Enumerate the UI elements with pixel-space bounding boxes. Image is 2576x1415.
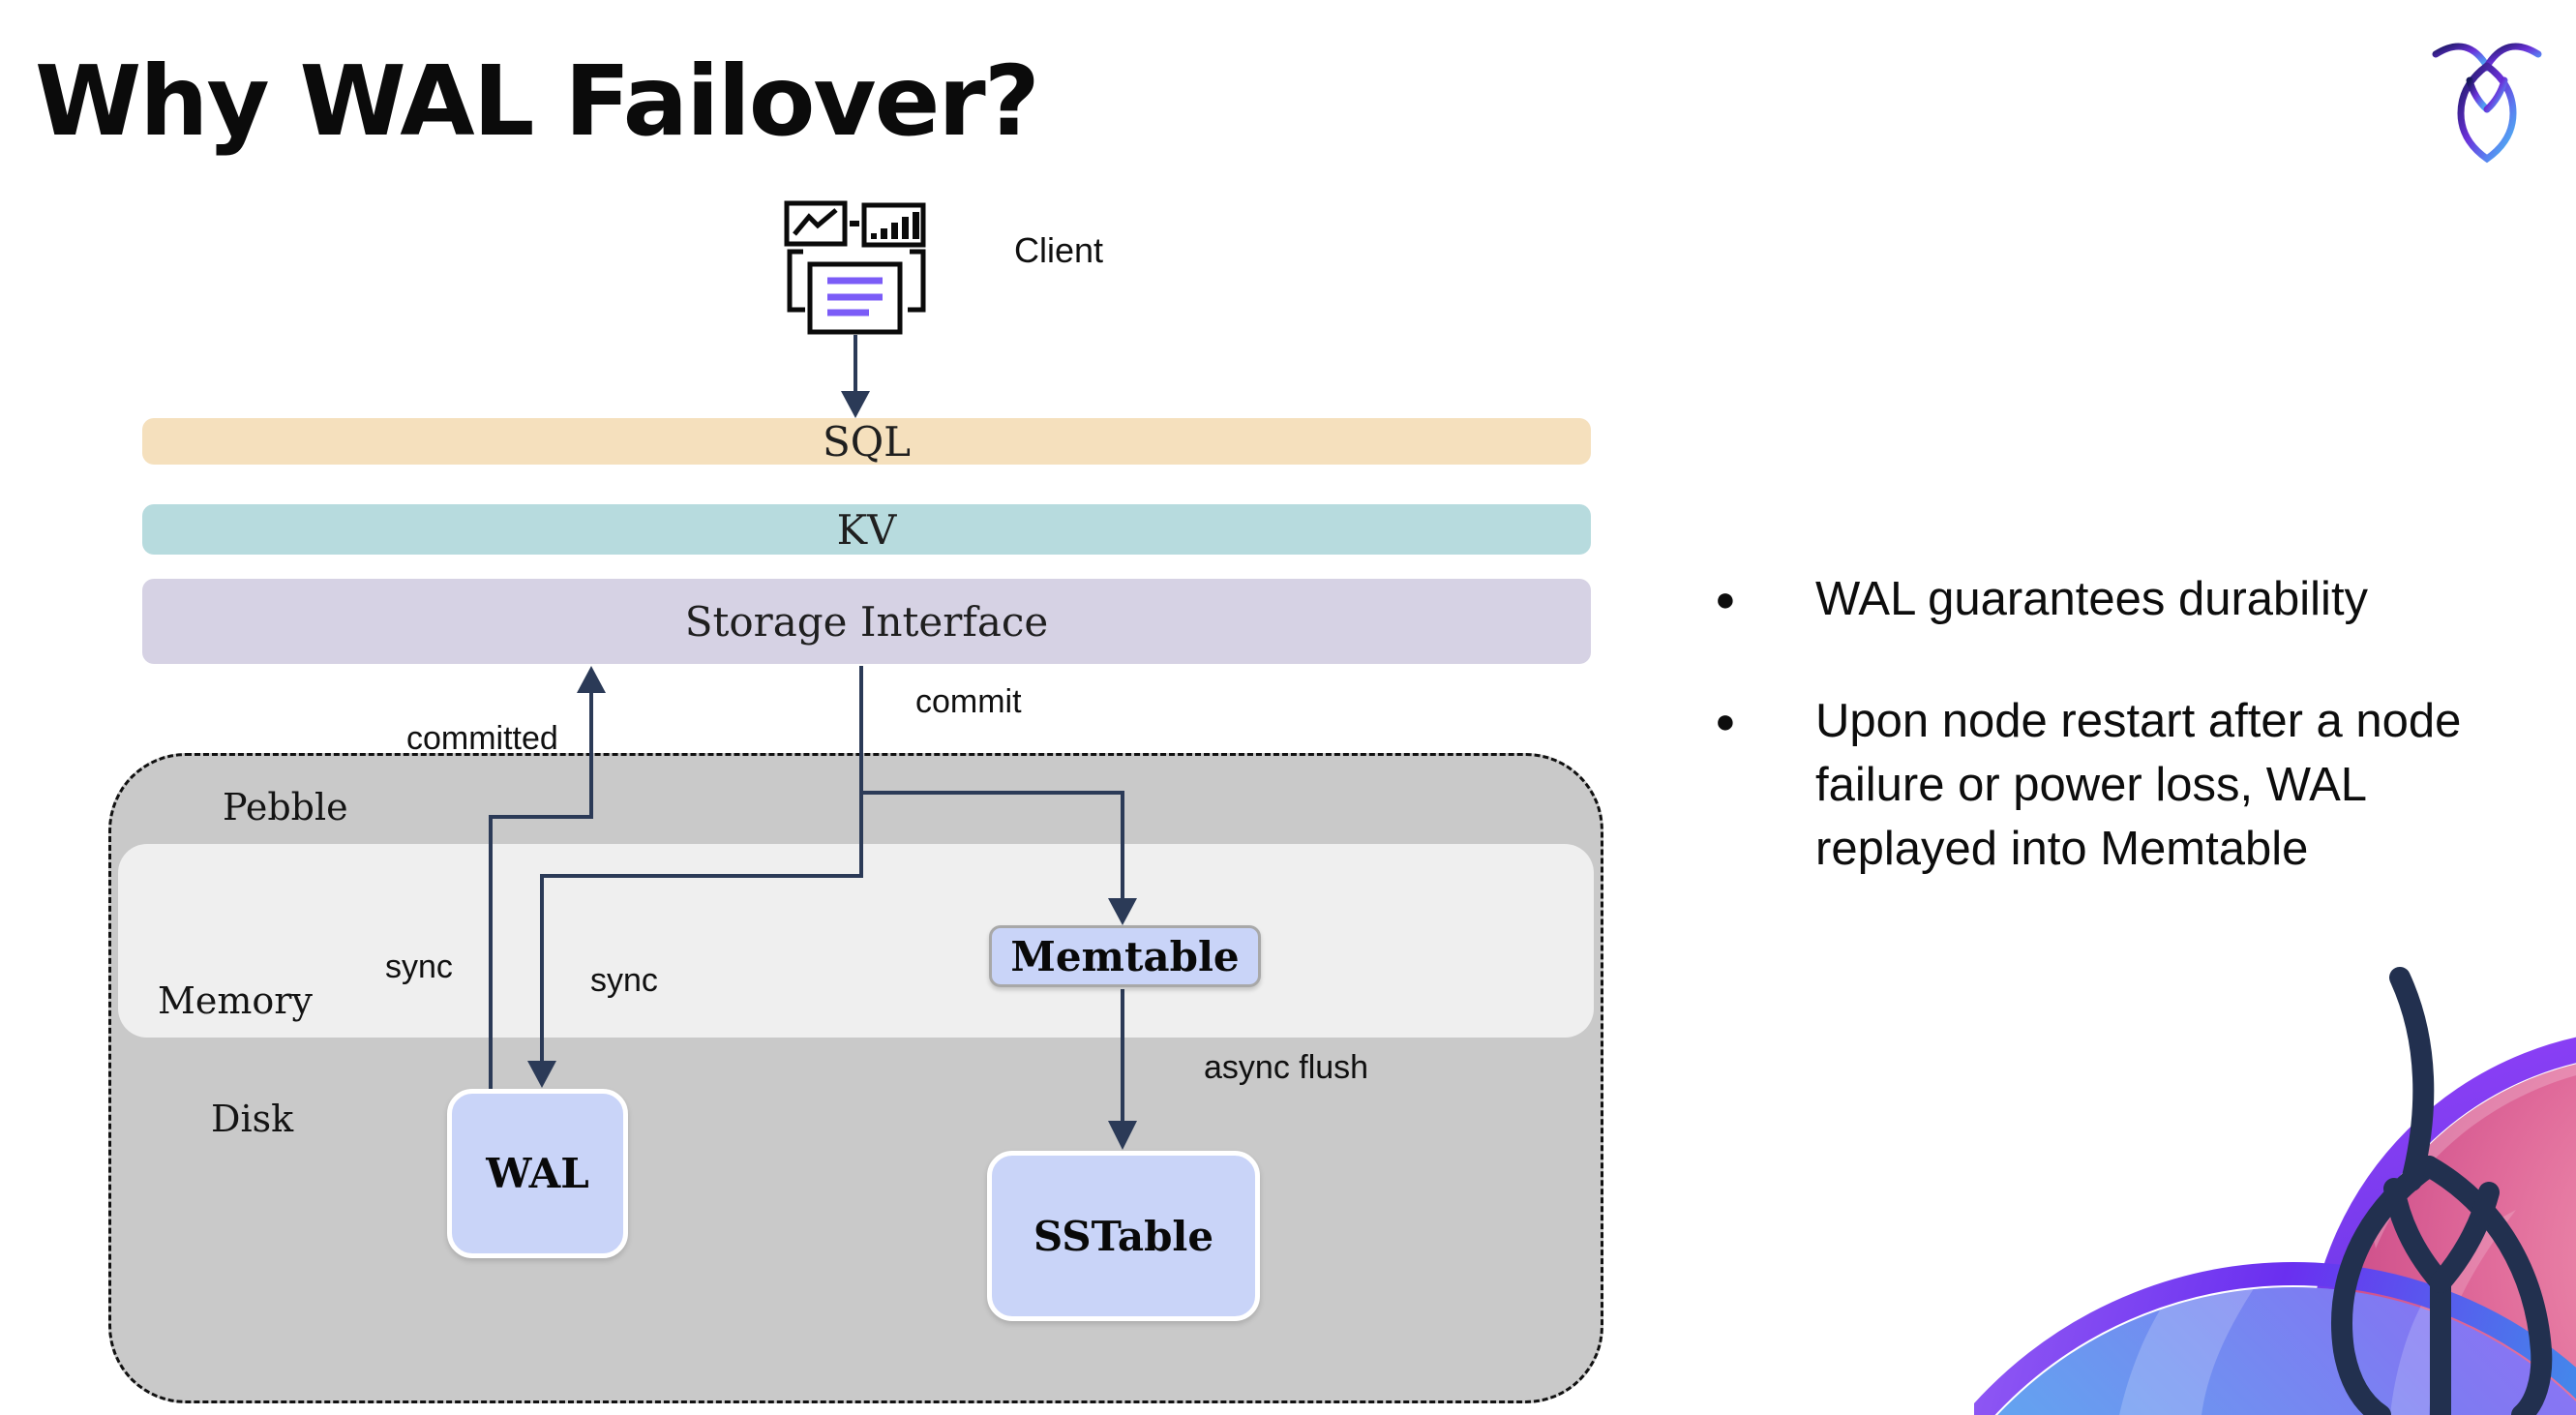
bullet-dot: ● [1715, 579, 1736, 618]
cockroach-logo-icon [2432, 43, 2542, 164]
commit-edge-label: commit [915, 683, 1022, 720]
memtable-node: Memtable [989, 925, 1261, 987]
disk-label: Disk [211, 1098, 294, 1140]
layer-kv-label: KV [836, 505, 897, 554]
memtable-label: Memtable [1010, 932, 1240, 980]
list-item: ● Upon node restart after a node failure… [1715, 689, 2547, 881]
layer-sql: SQL [142, 417, 1591, 466]
layer-sql-label: SQL [822, 417, 912, 466]
arrowhead-sql [841, 391, 870, 418]
client-icon [784, 200, 926, 335]
sstable-label: SSTable [1033, 1212, 1214, 1260]
bullet-dot: ● [1715, 701, 1736, 740]
arrowhead-committed [577, 666, 606, 693]
dash-icon [850, 221, 859, 226]
corner-artwork-icon [1974, 967, 2576, 1415]
bullet-text: Upon node restart after a node failure o… [1815, 695, 2462, 875]
bracket-right-icon [908, 249, 926, 313]
page-title: Why WAL Failover? [35, 45, 1040, 158]
sstable-node: SSTable [987, 1151, 1260, 1321]
memory-band [118, 844, 1594, 1038]
sync-out-edge-label: sync [385, 948, 453, 985]
layer-storage-interface: Storage Interface [142, 579, 1591, 664]
sync-in-edge-label: sync [590, 962, 658, 999]
wal-label: WAL [486, 1150, 589, 1197]
committed-edge-label: committed [406, 720, 558, 757]
layer-storage-interface-label: Storage Interface [684, 597, 1049, 646]
client-label: Client [1014, 230, 1104, 270]
async-flush-edge-label: async flush [1204, 1049, 1369, 1086]
list-item: ● WAL guarantees durability [1715, 567, 2547, 631]
layer-kv: KV [142, 504, 1591, 555]
wal-node: WAL [447, 1089, 628, 1258]
bracket-left-icon [787, 249, 805, 313]
bullet-list: ● WAL guarantees durability ● Upon node … [1715, 567, 2547, 939]
memory-label: Memory [158, 979, 313, 1022]
bullet-text: WAL guarantees durability [1815, 573, 2369, 625]
pebble-label: Pebble [223, 786, 348, 828]
